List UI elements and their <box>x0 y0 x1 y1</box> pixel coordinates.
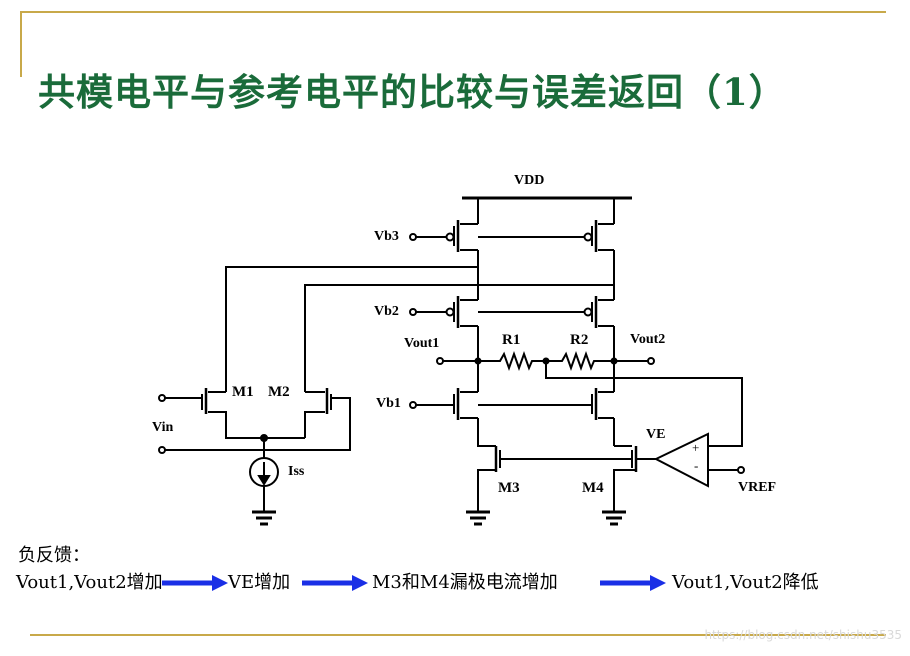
label-m4: M4 <box>582 480 604 496</box>
top-decoration-line <box>20 11 886 13</box>
resistor-r2 <box>546 351 614 371</box>
ground-m4 <box>602 510 626 526</box>
left-decoration-line <box>20 11 22 77</box>
label-r1: R1 <box>502 332 521 348</box>
nmos-left-vb1 <box>416 388 496 447</box>
bottom-decoration-line <box>30 634 886 636</box>
label-vb2: Vb2 <box>374 304 399 319</box>
flow-step-3: M3和M4漏极电流增加 <box>372 572 558 593</box>
resistor-r1 <box>478 351 546 371</box>
feedback-heading: 负反馈： <box>18 545 90 566</box>
label-r2: R2 <box>570 332 589 348</box>
arrow-icon <box>302 575 368 591</box>
nmos-m2 <box>165 388 351 451</box>
ground-m3 <box>466 510 490 526</box>
flow-step-2: VE增加 <box>228 572 291 593</box>
label-vin: Vin <box>152 420 174 435</box>
nmos-m3 <box>477 446 632 512</box>
label-vref: VREF <box>738 480 777 495</box>
label-minus: - <box>694 458 699 473</box>
flow-step-4: Vout1,Vout2降低 <box>672 572 819 593</box>
watermark: https://blog.csdn.net/shishu3535 <box>704 628 902 642</box>
arrow-icon <box>162 575 228 591</box>
flow-step-1: Vout1,Vout2增加 <box>16 572 163 593</box>
label-ve: VE <box>646 427 666 442</box>
label-vout2: Vout2 <box>630 332 666 347</box>
wire-m1-drain <box>225 266 478 392</box>
label-vdd: VDD <box>514 173 545 188</box>
feedback-wire <box>545 361 743 447</box>
slide-title: 共模电平与参考电平的比较与误差返回（1） <box>38 70 787 114</box>
nmos-m4 <box>613 445 656 512</box>
feedback-flow: Vout1,Vout2增加 VE增加 M3和M4漏极电流增加 Vout1,Vou… <box>16 568 876 596</box>
label-m3: M3 <box>498 480 520 496</box>
label-vb3: Vb3 <box>374 229 399 244</box>
label-m2: M2 <box>268 384 290 400</box>
nmos-right-vb1 <box>478 388 615 446</box>
wire-m2-drain <box>304 284 614 392</box>
arrow-icon <box>600 575 666 591</box>
pmos-left-vb2 <box>416 296 479 392</box>
label-vb1: Vb1 <box>376 396 401 411</box>
label-plus: + <box>692 440 700 455</box>
label-vout1: Vout1 <box>404 336 440 351</box>
tail-current-source <box>249 434 279 526</box>
label-iss: Iss <box>288 464 305 479</box>
label-m1: M1 <box>232 384 254 400</box>
error-amplifier <box>653 432 738 488</box>
